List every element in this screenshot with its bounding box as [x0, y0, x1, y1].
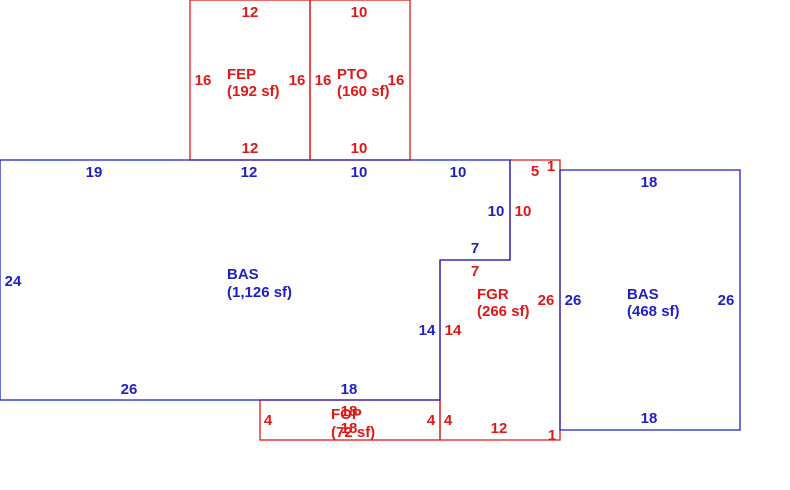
pto-left-dim: 16	[315, 72, 332, 89]
fgr-corner-top-dim: 1	[547, 158, 555, 175]
fgr-area: (266 sf)	[477, 303, 530, 320]
fop-area: (72 sf)	[331, 424, 375, 441]
bas-left-dim: 24	[5, 273, 22, 290]
fgr-right-dim: 26	[538, 292, 555, 309]
fep-bottom-dim: 12	[242, 140, 259, 157]
bas-notch-top-dim: 7	[471, 240, 479, 257]
fgr-left-low-dim: 4	[444, 412, 453, 429]
bas-bottom-dim-18: 18	[341, 381, 358, 398]
fep-left-dim: 16	[195, 72, 212, 89]
pto-bottom-dim: 10	[351, 140, 368, 157]
fgr-corner-bottom-dim: 1	[548, 427, 556, 444]
fgr-top-dim: 5	[531, 163, 539, 180]
fop-code: FOP	[331, 406, 362, 423]
fop-bottom-dim: 18	[341, 420, 358, 437]
bas-right-outline	[559, 169, 741, 431]
pto-right-dim: 16	[388, 72, 405, 89]
fep-area: (192 sf)	[227, 83, 280, 100]
bas-right-top-dim: 18	[641, 174, 658, 191]
bas-right-bottom-dim: 18	[641, 410, 658, 427]
fop-right-dim: 4	[427, 412, 436, 429]
bas-main-area: (1,126 sf)	[227, 284, 292, 301]
bas-right-code: BAS	[627, 286, 659, 303]
fop-top-dim: 18	[341, 403, 358, 420]
fgr-left-dim: 14	[445, 322, 462, 339]
fep-top-dim: 12	[242, 4, 259, 21]
bas-main-outline	[0, 159, 511, 401]
fop-left-dim: 4	[264, 412, 273, 429]
fgr-right-upper-dim: 10	[515, 203, 532, 220]
bas-right-right-dim: 26	[718, 292, 735, 309]
fgr-notch-dim: 7	[471, 263, 479, 280]
bas-notch-right-dim: 10	[488, 203, 505, 220]
bas-main-code: BAS	[227, 266, 259, 283]
bas-right-area: (468 sf)	[627, 303, 680, 320]
pto-area: (160 sf)	[337, 83, 390, 100]
bas-top-dim-10b: 10	[450, 164, 467, 181]
pto-top-dim: 10	[351, 4, 368, 21]
fgr-code: FGR	[477, 286, 509, 303]
bas-top-dim-19: 19	[86, 164, 103, 181]
bas-top-dim-12: 12	[241, 164, 258, 181]
pto-code: PTO	[337, 66, 368, 83]
fep-code: FEP	[227, 66, 256, 83]
bas-bottom-dim-26: 26	[121, 381, 138, 398]
fgr-bottom-dim: 12	[491, 420, 508, 437]
fep-right-dim: 16	[289, 72, 306, 89]
bas-right-left-dim: 26	[565, 292, 582, 309]
bas-notch-inner-dim: 14	[419, 322, 436, 339]
bas-top-dim-10a: 10	[351, 164, 368, 181]
